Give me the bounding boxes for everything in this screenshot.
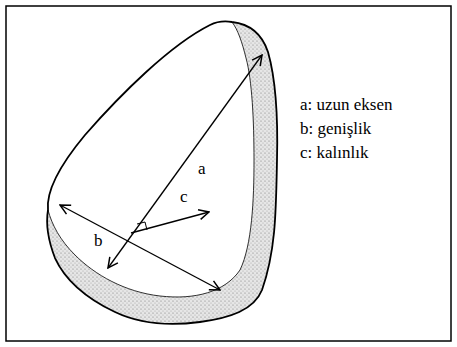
frame	[6, 6, 451, 341]
pebble-inner-edge	[48, 22, 254, 297]
right-angle-mark	[137, 222, 147, 230]
width-arrow	[60, 205, 220, 290]
axis-letter: a	[196, 160, 208, 179]
legend-note: a: uzun eksen	[300, 96, 393, 115]
thickness-arrow	[131, 212, 209, 233]
legend-note: c: kalınlık	[300, 144, 368, 163]
long-axis-arrow	[108, 55, 262, 268]
axis-letter: c	[178, 188, 190, 207]
pebble-outline	[47, 21, 277, 323]
legend-note: b: genişlik	[300, 120, 371, 139]
pebble-shaded-side	[47, 22, 277, 324]
axis-letter: b	[92, 232, 105, 251]
